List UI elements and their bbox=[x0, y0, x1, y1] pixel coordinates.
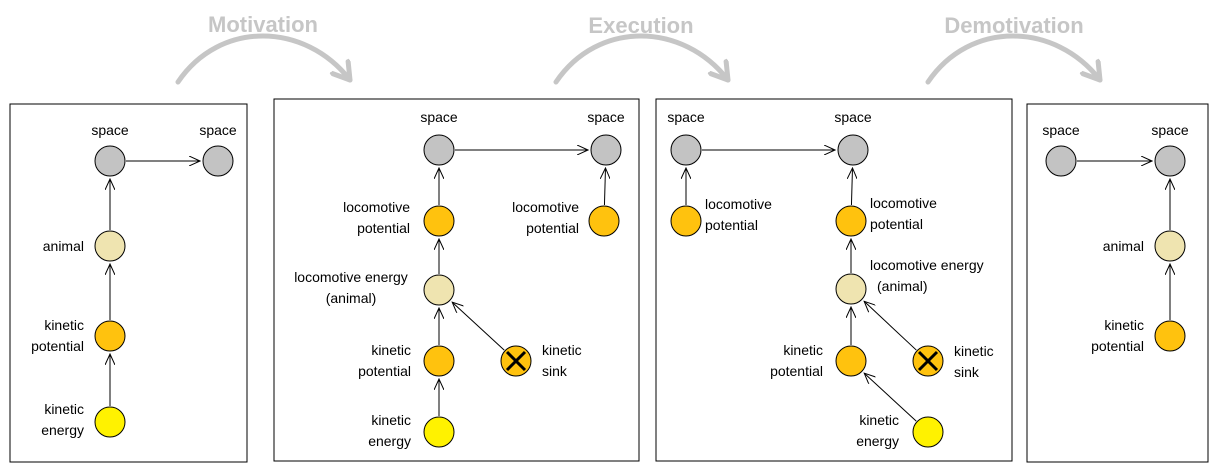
node-label: space bbox=[834, 109, 872, 125]
node-label: space bbox=[667, 109, 705, 125]
potential-node bbox=[835, 345, 867, 377]
node-label: potential bbox=[770, 363, 823, 379]
animal-node bbox=[423, 274, 455, 306]
node-label: animal bbox=[1103, 238, 1144, 254]
potential-node bbox=[423, 205, 455, 237]
node-label: (animal) bbox=[877, 278, 928, 294]
panel-frame bbox=[273, 98, 640, 462]
node-label: kinetic bbox=[783, 342, 823, 358]
node-label: animal bbox=[43, 238, 84, 254]
state-panel-4: space space animal kinetic potential bbox=[1026, 103, 1209, 463]
node-label: energy bbox=[41, 422, 84, 438]
flow-arrow-lp2-to-s2 bbox=[604, 168, 605, 206]
phase-motivation: Motivation bbox=[175, 12, 353, 85]
node-label: kinetic bbox=[371, 342, 411, 358]
energy-node bbox=[94, 406, 126, 438]
animal-node bbox=[94, 230, 126, 262]
state-panel-1: space space animal kinetic potential kinetic e… bbox=[9, 103, 248, 463]
node-label: kinetic bbox=[44, 317, 84, 333]
node-label: energy bbox=[856, 433, 899, 449]
phase-arrow bbox=[553, 33, 731, 85]
energy-node bbox=[912, 416, 944, 448]
node-label: potential bbox=[705, 217, 758, 233]
potential-node bbox=[94, 320, 126, 352]
node-label: locomotive bbox=[512, 199, 579, 215]
potential-node bbox=[588, 205, 620, 237]
phase-arrow bbox=[925, 33, 1103, 85]
node-label: space bbox=[199, 122, 237, 138]
space-node bbox=[423, 134, 455, 166]
node-label: kinetic bbox=[859, 412, 899, 428]
node-label: potential bbox=[31, 338, 84, 354]
potential-node bbox=[1154, 320, 1186, 352]
flow-arrow-ke-to-kp bbox=[864, 373, 917, 422]
sink-cross-icon bbox=[505, 350, 527, 372]
node-label: kinetic bbox=[1104, 317, 1144, 333]
node-label: space bbox=[91, 122, 129, 138]
node-label: space bbox=[1151, 122, 1189, 138]
space-node bbox=[94, 145, 126, 177]
flow-arrow-lp2-to-s2 bbox=[851, 168, 852, 206]
node-label: potential bbox=[1091, 338, 1144, 354]
node-label: space bbox=[587, 109, 625, 125]
node-label: sink bbox=[954, 364, 980, 380]
flow-arrow-ks-to-le bbox=[452, 302, 505, 351]
node-label: potential bbox=[357, 220, 410, 236]
node-label: kinetic bbox=[44, 401, 84, 417]
space-node bbox=[590, 134, 622, 166]
node-label: locomotive bbox=[343, 199, 410, 215]
space-node bbox=[202, 145, 234, 177]
node-label: potential bbox=[526, 220, 579, 236]
animal-node bbox=[835, 273, 867, 305]
phase-arrow bbox=[175, 33, 353, 85]
node-label: locomotive energy bbox=[294, 269, 408, 285]
phase-execution: Execution bbox=[553, 13, 731, 85]
node-label: (animal) bbox=[326, 290, 377, 306]
node-label: locomotive bbox=[870, 195, 937, 211]
node-label: kinetic bbox=[371, 412, 411, 428]
node-label: locomotive energy bbox=[870, 257, 984, 273]
space-node bbox=[1154, 145, 1186, 177]
node-label: locomotive bbox=[705, 196, 772, 212]
node-label: sink bbox=[542, 363, 568, 379]
node-label: kinetic bbox=[542, 342, 582, 358]
node-label: energy bbox=[368, 433, 411, 449]
space-node bbox=[1045, 145, 1077, 177]
energy-node bbox=[423, 416, 455, 448]
potential-node bbox=[670, 205, 702, 237]
phase-demotivation: Demotivation bbox=[925, 13, 1103, 85]
animal-node bbox=[1154, 230, 1186, 262]
node-label: kinetic bbox=[954, 343, 994, 359]
state-panel-3: space space locomotive potential locomotive p… bbox=[655, 98, 1013, 462]
potential-node bbox=[835, 205, 867, 237]
sink-cross-icon bbox=[917, 350, 939, 372]
node-label: space bbox=[1042, 122, 1080, 138]
space-node bbox=[837, 134, 869, 166]
space-node bbox=[670, 134, 702, 166]
panel-frame bbox=[655, 98, 1013, 462]
flow-arrow-ks-to-le bbox=[864, 301, 917, 351]
potential-node bbox=[423, 345, 455, 377]
node-label: space bbox=[420, 109, 458, 125]
node-label: potential bbox=[358, 363, 411, 379]
phase-label: Motivation bbox=[208, 12, 318, 37]
state-panel-2: space space locomotive potential locomotive p… bbox=[273, 98, 640, 462]
node-label: potential bbox=[870, 216, 923, 232]
